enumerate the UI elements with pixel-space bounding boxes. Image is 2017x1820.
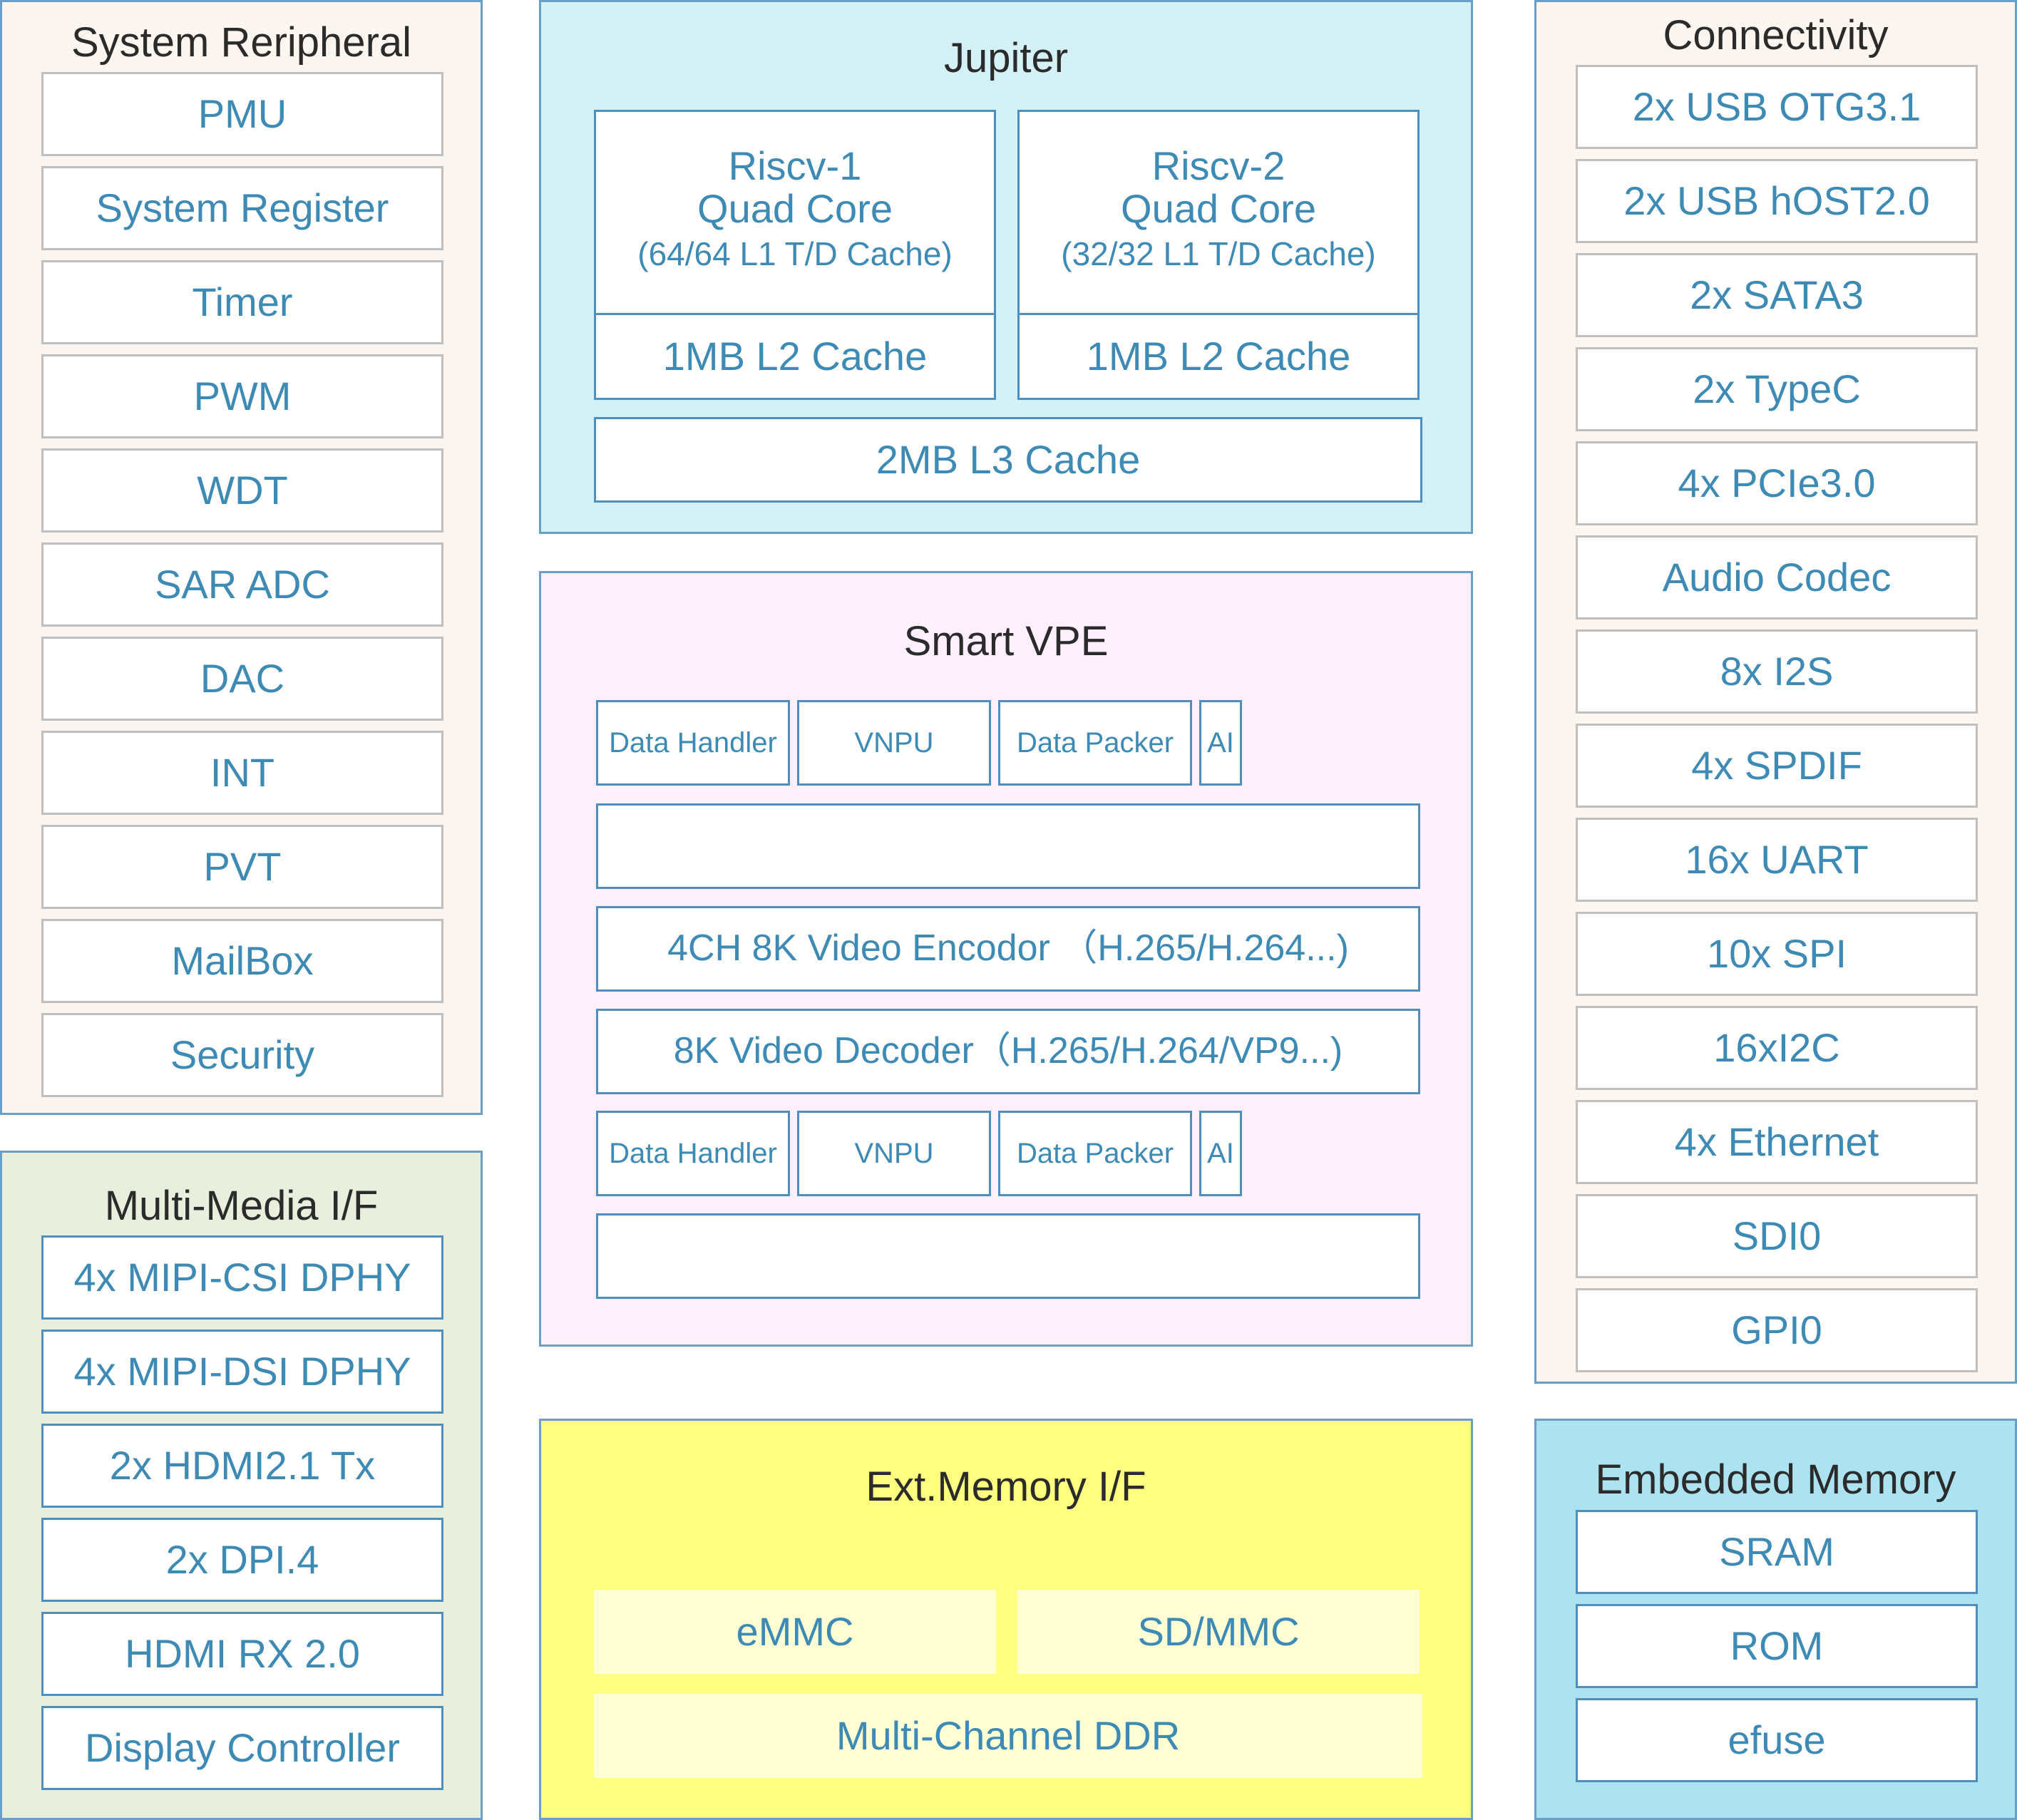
vpe-row2-vnpu: VNPU [797,1111,991,1196]
riscv-1-l2-cache: 1MB L2 Cache [594,313,996,400]
sp-item-mailbox: MailBox [41,919,443,1003]
riscv-1-name: Riscv-1 [728,143,862,188]
vpe-row1-vnpu: VNPU [797,700,991,786]
conn-item-ethernet: 4x Ethernet [1576,1100,1978,1184]
sp-item-sar-adc: SAR ADC [41,543,443,627]
mm-item-hdmi-rx: HDMI RX 2.0 [41,1612,443,1696]
conn-item-spi: 10x SPI [1576,912,1978,996]
vpe-video-decoder: 8K Video Decoder（H.265/H.264/VP9...) [596,1009,1420,1094]
vpe-video-encoder: 4CH 8K Video Encodor （H.265/H.264...) [596,906,1420,992]
conn-item-gpio: GPI0 [1576,1288,1978,1372]
riscv-2-l2-cache: 1MB L2 Cache [1017,313,1420,400]
sp-item-timer: Timer [41,260,443,344]
sp-item-dac: DAC [41,637,443,721]
conn-item-uart: 16x UART [1576,818,1978,902]
riscv-2-name: Riscv-2 [1151,143,1285,188]
riscv-1-cores: Quad Core [697,186,893,232]
conn-item-spdif: 4x SPDIF [1576,724,1978,808]
conn-item-usb-host: 2x USB hOST2.0 [1576,159,1978,243]
sp-item-int: INT [41,731,443,815]
ext-memory-sdmmc: SD/MMC [1017,1590,1420,1674]
vpe-row2-data-handler: Data Handler [596,1111,790,1196]
vpe-row1-data-packer: Data Packer [998,700,1192,786]
conn-item-i2c: 16xI2C [1576,1006,1978,1090]
mm-item-hdmi-tx: 2x HDMI2.1 Tx [41,1424,443,1508]
vpe-row1-ai: AI [1199,700,1242,786]
jupiter-title: Jupiter [943,35,1069,81]
embedded-memory-title: Embedded Memory [1595,1456,1956,1503]
connectivity-title: Connectivity [1663,12,1889,58]
jupiter-panel: Jupiter Riscv-1 Quad Core (64/64 L1 T/D … [539,0,1473,534]
vpe-blank-bar-2 [596,1213,1420,1299]
connectivity-panel: Connectivity 2x USB OTG3.1 2x USB hOST2.… [1534,0,2017,1384]
mm-item-dpi: 2x DPI.4 [41,1518,443,1602]
vpe-row2-data-packer: Data Packer [998,1111,1192,1196]
conn-item-usb-otg: 2x USB OTG3.1 [1576,65,1978,149]
sp-item-pvt: PVT [41,825,443,909]
vpe-blank-bar-1 [596,803,1420,889]
conn-item-sata: 2x SATA3 [1576,253,1978,337]
sp-item-pwm: PWM [41,354,443,438]
riscv-1-core: Riscv-1 Quad Core (64/64 L1 T/D Cache) [594,110,996,315]
ext-memory-title: Ext.Memory I/F [866,1464,1146,1510]
mm-item-display-controller: Display Controller [41,1706,443,1790]
sp-item-pmu: PMU [41,72,443,156]
em-item-rom: ROM [1576,1604,1978,1688]
conn-item-typec: 2x TypeC [1576,347,1978,431]
sp-item-system-register: System Register [41,166,443,250]
riscv-2-l1-cache: (32/32 L1 T/D Cache) [1061,235,1376,272]
system-peripheral-panel: System Reripheral PMU System Register Ti… [0,0,483,1115]
ext-memory-emmc: eMMC [594,1590,996,1674]
riscv-2-core: Riscv-2 Quad Core (32/32 L1 T/D Cache) [1017,110,1420,315]
smart-vpe-panel: Smart VPE Data Handler VNPU Data Packer … [539,571,1473,1347]
vpe-row2-ai: AI [1199,1111,1242,1196]
conn-item-audio-codec: Audio Codec [1576,535,1978,619]
vpe-row1-data-handler: Data Handler [596,700,790,786]
smart-vpe-title: Smart VPE [903,618,1109,664]
riscv-1-l1-cache: (64/64 L1 T/D Cache) [637,235,953,272]
embedded-memory-panel: Embedded Memory SRAM ROM efuse [1534,1419,2017,1820]
mm-item-mipi-csi: 4x MIPI-CSI DPHY [41,1235,443,1320]
sp-item-security: Security [41,1013,443,1097]
riscv-2-cores: Quad Core [1121,186,1316,232]
mm-item-mipi-dsi: 4x MIPI-DSI DPHY [41,1330,443,1414]
conn-item-sdio: SDI0 [1576,1194,1978,1278]
system-peripheral-title: System Reripheral [71,19,412,66]
multimedia-title: Multi-Media I/F [104,1183,379,1229]
multimedia-panel: Multi-Media I/F 4x MIPI-CSI DPHY 4x MIPI… [0,1151,483,1820]
ext-memory-panel: Ext.Memory I/F eMMC SD/MMC Multi-Channel… [539,1419,1473,1820]
l3-cache: 2MB L3 Cache [594,417,1422,503]
em-item-efuse: efuse [1576,1698,1978,1782]
ext-memory-ddr: Multi-Channel DDR [594,1694,1422,1778]
em-item-sram: SRAM [1576,1510,1978,1594]
sp-item-wdt: WDT [41,448,443,533]
conn-item-pcie: 4x PCIe3.0 [1576,441,1978,525]
conn-item-i2s: 8x I2S [1576,629,1978,714]
